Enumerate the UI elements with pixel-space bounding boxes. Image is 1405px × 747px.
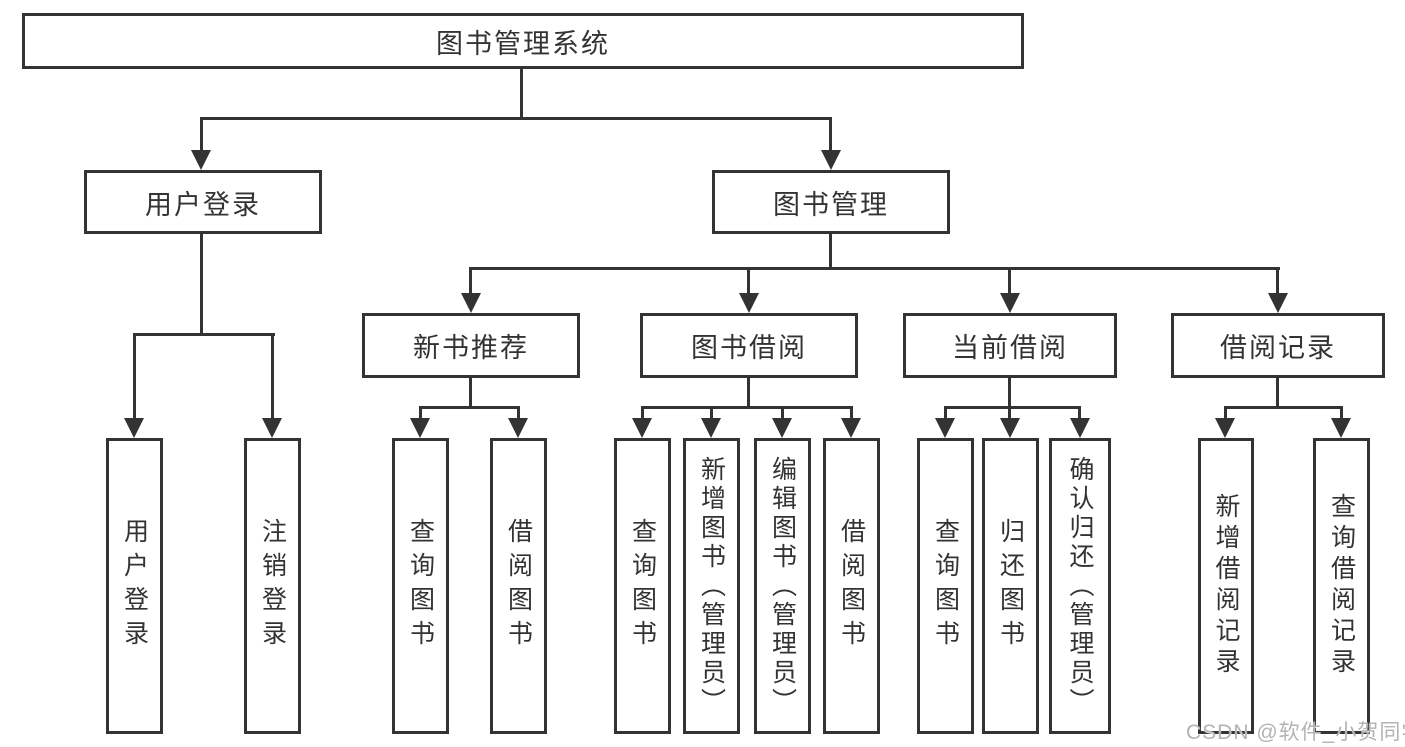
node-label: 当前借阅 [952,333,1068,363]
connector-line [944,406,947,420]
leaf-confirm-return-admin: 确认归还（管理员） [1049,438,1111,734]
node-book-borrow: 图书借阅 [640,313,858,378]
connector-line [1276,378,1279,409]
connector-line [944,406,1081,409]
arrow-down-icon [191,150,211,170]
arrow-down-icon [1268,293,1288,313]
connector-level1-branch [200,117,832,120]
arrow-down-icon [841,418,861,438]
node-label: 新书推荐 [413,333,529,363]
leaf-borrow-books-2: 借阅图书 [823,438,880,734]
connector-line [1008,378,1011,409]
leaf-return-book: 归还图书 [982,438,1039,734]
leaf-label: 新增借阅记录 [1212,493,1240,679]
arrow-down-icon [821,150,841,170]
connector-line [419,406,422,420]
node-label: 图书管理系统 [436,28,610,59]
leaf-logout: 注销登录 [244,438,301,734]
leaf-label: 查询图书 [931,518,960,654]
node-user-login: 用户登录 [84,170,322,234]
node-borrow-records: 借阅记录 [1171,313,1385,378]
connector-line [850,406,853,420]
connector-line [419,406,520,409]
connector-line [1276,267,1279,295]
arrow-down-icon [701,418,721,438]
connector-line [641,406,644,420]
node-book-management-system: 图书管理系统 [22,13,1024,69]
connector-line [1340,406,1343,420]
connector-line [829,117,832,152]
leaf-label: 查询图书 [628,518,657,654]
connector-user-login-stem [200,234,203,336]
connector-line [710,406,713,420]
connector-line [747,267,750,295]
arrow-down-icon [508,418,528,438]
node-book-management: 图书管理 [712,170,950,234]
leaf-query-books-1: 查询图书 [392,438,449,734]
arrow-down-icon [1000,293,1020,313]
arrow-down-icon [935,418,955,438]
leaf-query-borrow-record: 查询借阅记录 [1313,438,1370,734]
leaf-borrow-books-1: 借阅图书 [490,438,547,734]
arrow-down-icon [1000,418,1020,438]
connector-line [1008,267,1011,295]
leaf-label: 用户登录 [120,518,149,654]
leaf-label: 新增图书（管理员） [697,455,726,717]
connector-line [641,406,853,409]
arrow-down-icon [632,418,652,438]
arrow-down-icon [1331,418,1351,438]
connector-book-mgmt-stem [829,234,832,270]
arrow-down-icon [461,293,481,313]
node-new-book-recommend: 新书推荐 [362,313,580,378]
leaf-add-borrow-record: 新增借阅记录 [1198,438,1254,734]
arrow-down-icon [1215,418,1235,438]
arrow-down-icon [124,418,144,438]
connector-line [747,378,750,409]
connector-line [271,333,274,420]
leaf-user-login: 用户登录 [106,438,163,734]
leaf-label: 借阅图书 [504,518,533,654]
leaf-label: 注销登录 [258,518,287,654]
connector-line [133,333,136,420]
arrow-down-icon [1070,418,1090,438]
node-current-borrow: 当前借阅 [903,313,1117,378]
leaf-query-books-2: 查询图书 [614,438,671,734]
arrow-down-icon [262,418,282,438]
connector-line [1224,406,1343,409]
leaf-edit-book-admin: 编辑图书（管理员） [754,438,811,734]
leaf-label: 借阅图书 [837,518,866,654]
arrow-down-icon [410,418,430,438]
connector-line [781,406,784,420]
node-label: 用户登录 [145,189,261,220]
leaf-label: 确认归还（管理员） [1066,455,1094,717]
connector-line [1008,406,1011,420]
leaf-label: 查询图书 [406,518,435,654]
connector-line [469,267,472,295]
watermark: CSDN @软件_小贺同学 [1186,721,1405,744]
connector-line [200,117,203,152]
connector-line [469,378,472,409]
arrow-down-icon [772,418,792,438]
node-label: 图书管理 [773,189,889,220]
leaf-label: 编辑图书（管理员） [768,455,797,717]
leaf-query-books-3: 查询图书 [917,438,974,734]
connector-line [1224,406,1227,420]
leaf-label: 查询借阅记录 [1327,493,1356,679]
leaf-add-book-admin: 新增图书（管理员） [683,438,740,734]
connector-user-login-branch [133,333,275,336]
leaf-label: 归还图书 [996,518,1025,654]
connector-line [1078,406,1081,420]
node-label: 借阅记录 [1220,333,1336,363]
connector-level3-branch [470,267,1280,270]
arrow-down-icon [739,293,759,313]
connector-root-stem [520,69,523,120]
node-label: 图书借阅 [691,333,807,363]
connector-line [517,406,520,420]
